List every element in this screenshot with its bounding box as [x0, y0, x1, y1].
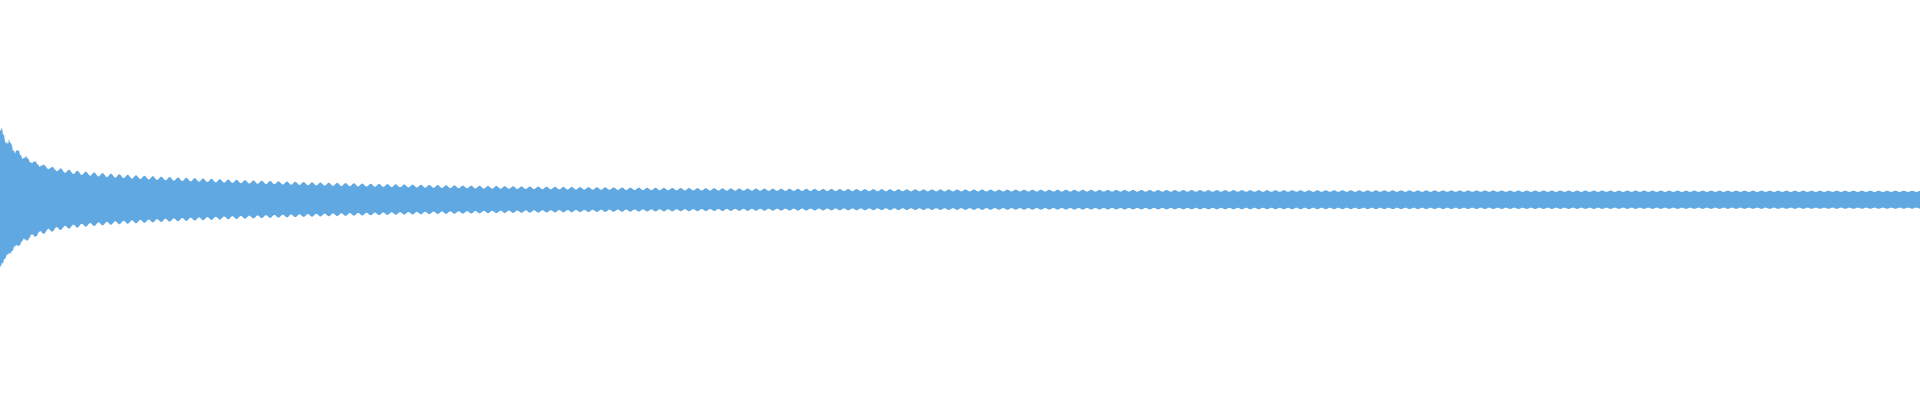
waveform-envelope [0, 126, 1920, 267]
